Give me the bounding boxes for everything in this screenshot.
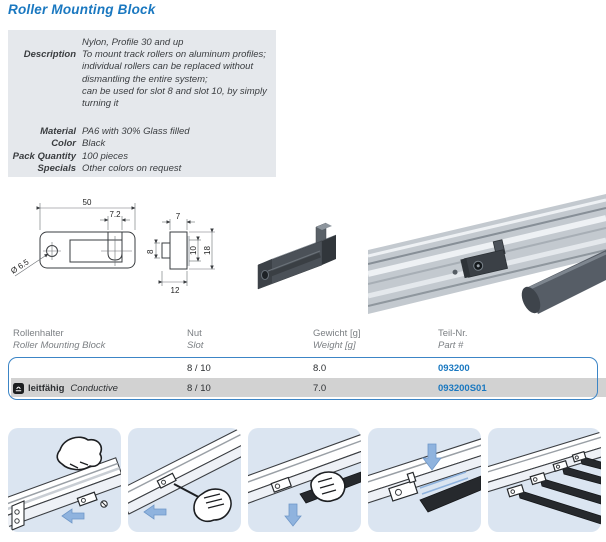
conductive-row-highlight: [11, 378, 606, 397]
info-value: Nylon, Profile 30 and up: [82, 37, 184, 48]
info-row: Pack Quantity 100 pieces: [8, 151, 276, 163]
section-view: 7 8 10 18 12: [146, 212, 215, 295]
info-label: Color: [51, 138, 76, 150]
product-photo-block: [257, 222, 337, 290]
info-label: [8, 98, 82, 110]
instruction-step-3: [248, 428, 361, 532]
product-name-en: Conductive: [70, 382, 118, 394]
info-row: Description To mount track rollers on alu…: [8, 49, 276, 61]
arrow-left-icon: [61, 508, 85, 524]
info-label: [8, 74, 82, 86]
cell-part-number: 093200: [438, 362, 470, 374]
cell-weight: 8.0: [313, 362, 327, 374]
info-row: dismantling the entire system;: [8, 74, 276, 86]
cell-slot: 8 / 10: [187, 382, 211, 394]
product-name-de: leitfähig: [28, 382, 65, 394]
info-value: Black: [82, 138, 106, 150]
cell-slot: 8 / 10: [187, 362, 211, 374]
technical-drawing: 50 7.2 Ø 6.5 7: [9, 198, 215, 295]
info-label: [8, 37, 82, 49]
dim-top-label: 7: [176, 212, 181, 221]
info-value: To mount track rollers on aluminum profi…: [82, 49, 266, 61]
product-info-box: Nylon, Profile 30 and up Description To mo…: [8, 30, 276, 177]
dim-width-label: 50: [83, 198, 92, 207]
dim-bottom-label: 12: [171, 286, 180, 295]
info-row: [8, 110, 276, 126]
mounted-block: [452, 239, 508, 279]
info-value: 100 pieces: [82, 150, 128, 162]
page-title: Roller Mounting Block: [8, 2, 156, 17]
info-row: Material PA6 with 30% Glass filled: [8, 126, 276, 138]
info-label: [8, 110, 82, 126]
info-value: Other colors on request: [82, 162, 182, 174]
info-row: Nylon, Profile 30 and up: [8, 37, 276, 49]
arrow-down-icon: [422, 443, 442, 471]
info-value: PA6 with 30% Glass filled: [82, 126, 190, 138]
cell-weight: 7.0: [313, 382, 327, 394]
table-row: leitfähig Conductive 8 / 10 7.0 093200S01: [13, 378, 598, 398]
hand-illustration: [56, 436, 103, 471]
table-header-weight: Gewicht [g] Weight [g]: [313, 328, 361, 351]
hand-illustration: [193, 488, 232, 523]
table-outline: [8, 357, 598, 400]
table-body: 8 / 10 8.0 093200 leitfähig Conductive 8 / 10…: [13, 358, 598, 398]
product-photo-installed: [368, 194, 606, 314]
info-value: can be used for slot 8 and slot 10, by s…: [82, 85, 267, 97]
dim-left-label: 8: [146, 249, 155, 254]
table-header-part: Teil-Nr. Part #: [438, 328, 468, 351]
roller-bar: [419, 475, 481, 513]
info-label: Description: [23, 49, 76, 61]
dim-outer-label: 18: [203, 246, 212, 255]
info-row: can be used for slot 8 and slot 10, by s…: [8, 86, 276, 98]
info-label: Material: [40, 126, 76, 138]
hand-illustration: [310, 471, 346, 503]
info-label: Specials: [37, 162, 76, 174]
instruction-step-2: [128, 428, 241, 532]
dim-slot-label: 7.2: [109, 210, 121, 219]
arrow-down-icon: [284, 503, 302, 527]
info-label: Pack Quantity: [12, 150, 76, 162]
cell-part-number: 093200S01: [438, 382, 487, 394]
table-header-row: Rollenhalter Roller Mounting Block Nut S…: [13, 328, 598, 352]
table-header-slot: Nut Slot: [187, 328, 204, 351]
info-row: individual rollers can be replaced witho…: [8, 61, 276, 73]
info-label: [8, 86, 82, 98]
instruction-step-4: [368, 428, 481, 532]
table-header-product: Rollenhalter Roller Mounting Block: [13, 328, 106, 351]
info-row: Specials Other colors on request: [8, 163, 276, 175]
instruction-step-5: [488, 428, 601, 532]
mounted-rollers: [506, 450, 601, 525]
conductive-icon: [13, 382, 24, 394]
table-row: 8 / 10 8.0 093200: [13, 358, 598, 378]
assembly-instructions: [8, 428, 601, 532]
info-value: turning it: [82, 98, 119, 110]
cell-product-name: leitfähig Conductive: [13, 382, 187, 394]
info-row: Color Black: [8, 138, 276, 150]
info-value: individual rollers can be replaced witho…: [82, 61, 254, 73]
dim-inner-label: 10: [189, 246, 198, 255]
plan-view: 50 7.2 Ø 6.5: [9, 198, 136, 277]
info-row: turning it: [8, 98, 276, 110]
info-value: dismantling the entire system;: [82, 73, 208, 85]
info-label: [8, 61, 82, 73]
arrow-left-icon: [143, 504, 167, 520]
instruction-step-1: [8, 428, 121, 532]
info-value: [82, 110, 276, 126]
product-table: Rollenhalter Roller Mounting Block Nut S…: [0, 322, 606, 408]
